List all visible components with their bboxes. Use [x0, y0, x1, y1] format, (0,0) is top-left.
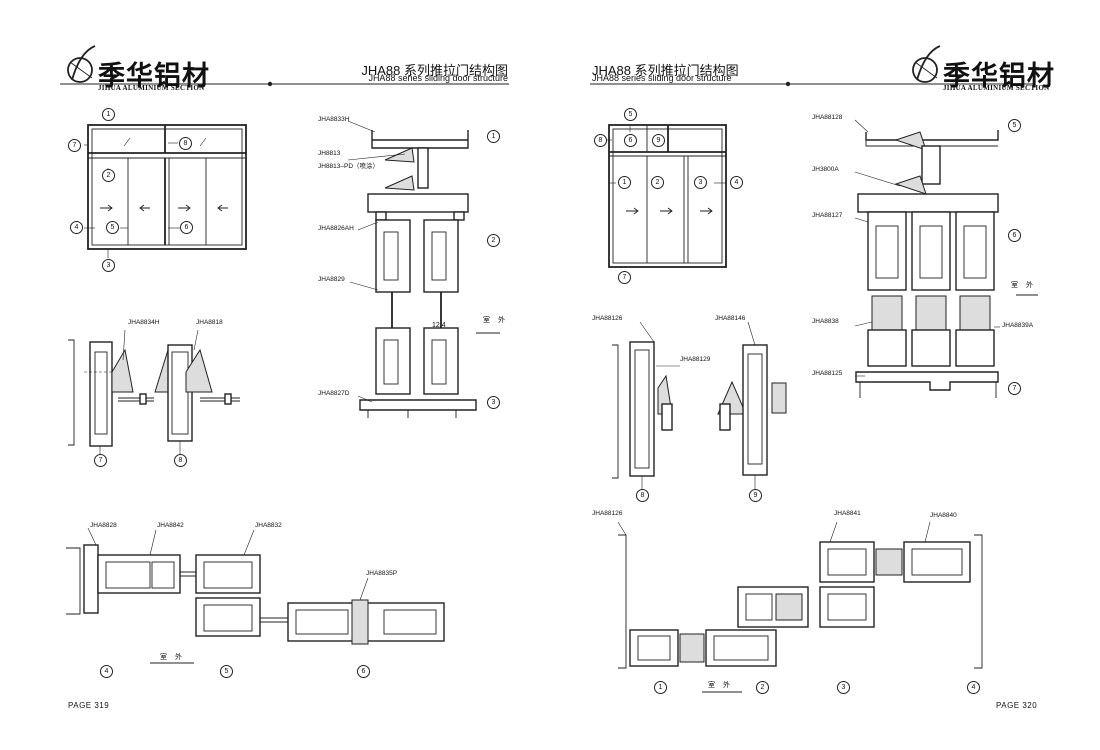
callout-marker: 9 — [652, 134, 665, 147]
side-label: 室 外 — [1011, 282, 1036, 289]
brand-name-cn: 季华铝材 — [943, 61, 1055, 92]
callout-marker: 8 — [594, 134, 607, 147]
callout-marker: 3 — [487, 396, 500, 409]
callout-marker: 2 — [651, 176, 664, 189]
page-number: PAGE 319 — [68, 701, 110, 710]
profile-label: JHA88146 — [715, 315, 746, 322]
callout-marker: 1 — [618, 176, 631, 189]
profile-label: JHA88125 — [812, 370, 843, 377]
brand-logo-icon — [912, 45, 941, 83]
profile-label: JHA8835P — [366, 570, 398, 577]
elevation-drawing — [606, 124, 727, 268]
profile-label: JHA88127 — [812, 212, 843, 219]
profile-label: JH8813–PD（喷涂） — [318, 163, 380, 170]
callout-marker: 6 — [180, 221, 193, 234]
profile-label: JHA8839A — [1002, 322, 1034, 329]
brand-name-en: JIHUA ALUMINIUM SECTION — [943, 84, 1050, 92]
profile-label: JHA8833H — [318, 116, 350, 123]
callout-marker: 4 — [70, 221, 83, 234]
callout-marker: 7 — [68, 139, 81, 152]
profile-label: JH8813 — [318, 150, 341, 157]
page-title-cn: JHA88 系列推拉门结构图 — [592, 63, 739, 78]
elevation-drawing — [84, 124, 247, 258]
callout-marker: 5 — [624, 108, 637, 121]
callout-marker: 1 — [487, 130, 500, 143]
callout-marker: 5 — [1008, 119, 1021, 132]
right-page-drawings — [590, 45, 1038, 693]
section-8-9-drawing — [612, 321, 787, 490]
profile-label: JHA8828 — [90, 522, 117, 529]
profile-label: JHA8818 — [196, 319, 223, 326]
callout-marker: 4 — [100, 665, 113, 678]
side-label: 室 外 — [160, 654, 185, 661]
profile-label: JHA8834H — [128, 319, 160, 326]
profile-label: JHA8826AH — [318, 225, 354, 232]
callout-marker: 2 — [102, 169, 115, 182]
callout-marker: 9 — [749, 489, 762, 502]
left-page: 季华铝材 JIHUA ALUMINIUM SECTION JHA88 系列推拉门… — [60, 45, 509, 710]
callout-marker: 8 — [636, 489, 649, 502]
callout-marker: 7 — [618, 271, 631, 284]
callout-marker: 3 — [102, 259, 115, 272]
callout-marker: 5 — [220, 665, 233, 678]
page-title-en: JHA88 series sliding door structure — [368, 73, 508, 83]
callout-marker: 7 — [1008, 382, 1021, 395]
brand-name-cn: 季华铝材 — [98, 61, 210, 92]
callout-marker: 4 — [730, 176, 743, 189]
profile-label: JHA88126 — [592, 510, 623, 517]
section-7-8-drawing — [68, 329, 240, 455]
callout-marker: 8 — [179, 137, 192, 150]
vertical-section-drawing — [854, 119, 1038, 398]
callout-marker: 8 — [174, 454, 187, 467]
brand-logo-icon — [67, 45, 96, 83]
profile-label: JHA88126 — [592, 315, 623, 322]
profile-label: JHA8838 — [812, 318, 839, 325]
page-title-en: JHA88 series sliding door structure — [592, 73, 732, 83]
right-page: 季华铝材 JIHUA ALUMINIUM SECTION JHA88 系列推拉门… — [550, 0, 1100, 750]
callout-marker: 6 — [1008, 229, 1021, 242]
callout-marker: 4 — [967, 681, 980, 694]
profile-label: JHA8827D — [318, 390, 350, 397]
profile-label: JHA88128 — [812, 114, 843, 121]
side-label: 室 外 — [708, 682, 733, 689]
dimension-label: 12.4 — [432, 322, 446, 329]
page-number: PAGE 320 — [996, 701, 1038, 710]
horizontal-section-drawing — [66, 527, 445, 664]
profile-label: JHA8832 — [255, 522, 282, 529]
brand-name-en: JIHUA ALUMINIUM SECTION — [98, 84, 205, 92]
callout-marker: 7 — [94, 454, 107, 467]
page-title-cn: JHA88 系列推拉门结构图 — [361, 63, 508, 78]
callout-marker: 6 — [624, 134, 637, 147]
callout-marker: 2 — [756, 681, 769, 694]
profile-label: JHA8840 — [930, 512, 957, 519]
callout-marker: 5 — [106, 221, 119, 234]
profile-label: JHA88129 — [680, 356, 711, 363]
vertical-section-drawing — [347, 120, 500, 418]
callout-marker: 3 — [694, 176, 707, 189]
side-label: 室 外 — [483, 317, 508, 324]
profile-label: JHA8841 — [834, 510, 861, 517]
left-page-drawings — [60, 45, 509, 664]
callout-marker: 6 — [357, 665, 370, 678]
callout-marker: 1 — [102, 108, 115, 121]
callout-marker: 2 — [487, 234, 500, 247]
profile-label: JHA8829 — [318, 276, 345, 283]
callout-marker: 3 — [837, 681, 850, 694]
horizontal-section-drawing — [617, 521, 983, 693]
profile-label: JH3800A — [812, 166, 839, 173]
callout-marker: 1 — [654, 681, 667, 694]
profile-label: JHA8842 — [157, 522, 184, 529]
